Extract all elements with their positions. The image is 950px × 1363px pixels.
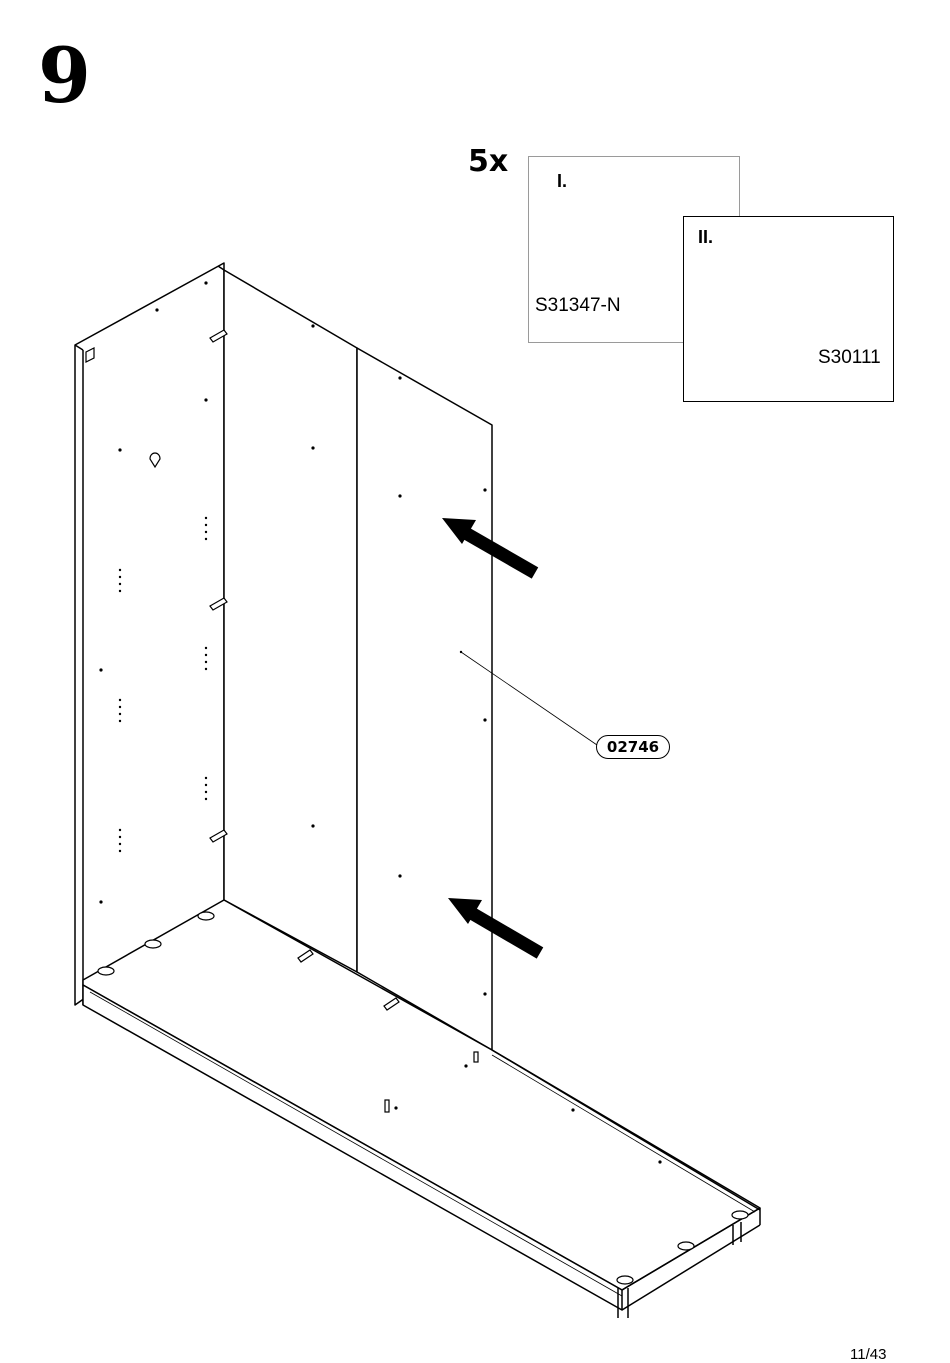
back-panel-left bbox=[224, 270, 357, 972]
page-number: 11/43 bbox=[850, 1346, 886, 1363]
step-number: 9 bbox=[38, 38, 91, 114]
detail-panel-ii-part-code: S30111 bbox=[818, 347, 881, 369]
detail-panel-ii: II. S30111 bbox=[683, 216, 894, 402]
detail-panel-i-part-code: S31347-N bbox=[535, 295, 621, 317]
quantity-label: 5x bbox=[468, 144, 508, 179]
main-part-code: 02746 bbox=[596, 735, 670, 759]
detail-panel-ii-index: II. bbox=[698, 227, 713, 248]
left-side-panel bbox=[75, 263, 224, 1005]
detail-panel-i-index: I. bbox=[557, 171, 567, 192]
back-panel-right bbox=[357, 348, 492, 1050]
